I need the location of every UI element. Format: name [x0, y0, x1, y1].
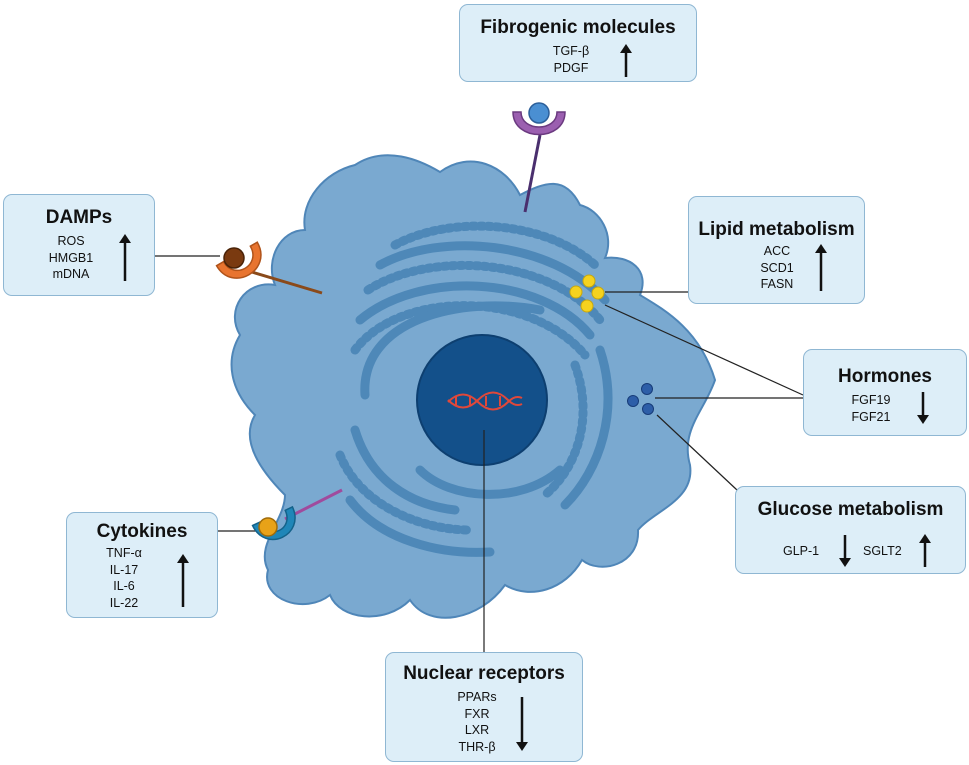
dna-icon — [447, 391, 523, 411]
list-item: IL-22 — [109, 595, 139, 610]
cytokine-receptor-icon — [251, 488, 343, 541]
list-item: THR-β — [458, 739, 496, 754]
endoplasmic-reticulum — [335, 221, 613, 557]
nucleus — [416, 334, 548, 466]
damps-items: ROS HMGB1 mDNA — [42, 233, 100, 283]
lipid-items: ACC SCD1 FASN — [753, 243, 801, 293]
fibrogenic-receptor-icon — [512, 102, 566, 213]
cytokines-items: TNF-α IL-17 IL-6 IL-22 — [95, 545, 153, 611]
glucose-metabolism-box: Glucose metabolism GLP-1 SGLT2 — [735, 486, 966, 574]
damps-title: DAMPs — [45, 207, 113, 228]
list-item: PPARs — [457, 690, 497, 704]
arrow-up-icon — [919, 534, 931, 567]
list-item: IL-6 — [113, 579, 135, 593]
arrow-up-icon — [119, 234, 131, 281]
list-item: HMGB1 — [48, 250, 94, 265]
hormones-items: FGF19 FGF21 — [846, 392, 896, 425]
arrow-down-icon — [516, 697, 528, 751]
glucose-item-glp1: GLP-1 — [783, 544, 820, 558]
hormones-title: Hormones — [838, 366, 932, 387]
cytokines-title: Cytokines — [96, 521, 188, 542]
list-item: ACC — [763, 244, 791, 258]
arrow-down-icon — [917, 392, 929, 424]
nuclear-receptors-box: Nuclear receptors PPARs FXR LXR THR-β — [385, 652, 583, 762]
fibrogenic-title: Fibrogenic molecules — [480, 17, 676, 38]
lipid-title: Lipid metabolism — [698, 219, 855, 240]
list-item: FXR — [464, 706, 490, 721]
connector-lines — [155, 255, 804, 652]
nuclear-title: Nuclear receptors — [403, 663, 565, 684]
list-item: PDGF — [553, 60, 589, 75]
list-item: TGF-β — [552, 44, 590, 58]
fibrogenic-molecules-box: Fibrogenic molecules TGF-β PDGF — [459, 4, 697, 82]
lipid-droplet-icon — [569, 274, 605, 313]
list-item: SCD1 — [760, 260, 794, 275]
arrow-up-icon — [815, 244, 827, 291]
nuclear-items: PPARs FXR LXR THR-β — [450, 689, 504, 755]
list-item: mDNA — [52, 267, 90, 281]
list-item: FGF19 — [851, 393, 891, 407]
hormone-dots-icon — [627, 383, 654, 415]
glucose-title: Glucose metabolism — [757, 499, 944, 520]
arrow-down-icon — [839, 535, 851, 567]
glucose-item-sglt2: SGLT2 — [863, 544, 902, 558]
list-item: LXR — [464, 723, 490, 737]
fibrogenic-items: TGF-β PDGF — [546, 43, 596, 76]
arrow-up-icon — [620, 44, 632, 77]
hormones-box: Hormones FGF19 FGF21 — [803, 349, 967, 436]
list-item: TNF-α — [106, 546, 142, 560]
cytokines-box: Cytokines TNF-α IL-17 IL-6 IL-22 — [66, 512, 218, 618]
lipid-metabolism-box: Lipid metabolism ACC SCD1 FASN — [688, 196, 865, 304]
damps-receptor-icon — [215, 241, 323, 295]
list-item: ROS — [57, 234, 85, 248]
list-item: IL-17 — [109, 562, 139, 577]
list-item: FGF21 — [851, 409, 891, 424]
damps-box: DAMPs ROS HMGB1 mDNA — [3, 194, 155, 296]
arrow-up-icon — [177, 554, 189, 607]
list-item: FASN — [760, 277, 794, 291]
